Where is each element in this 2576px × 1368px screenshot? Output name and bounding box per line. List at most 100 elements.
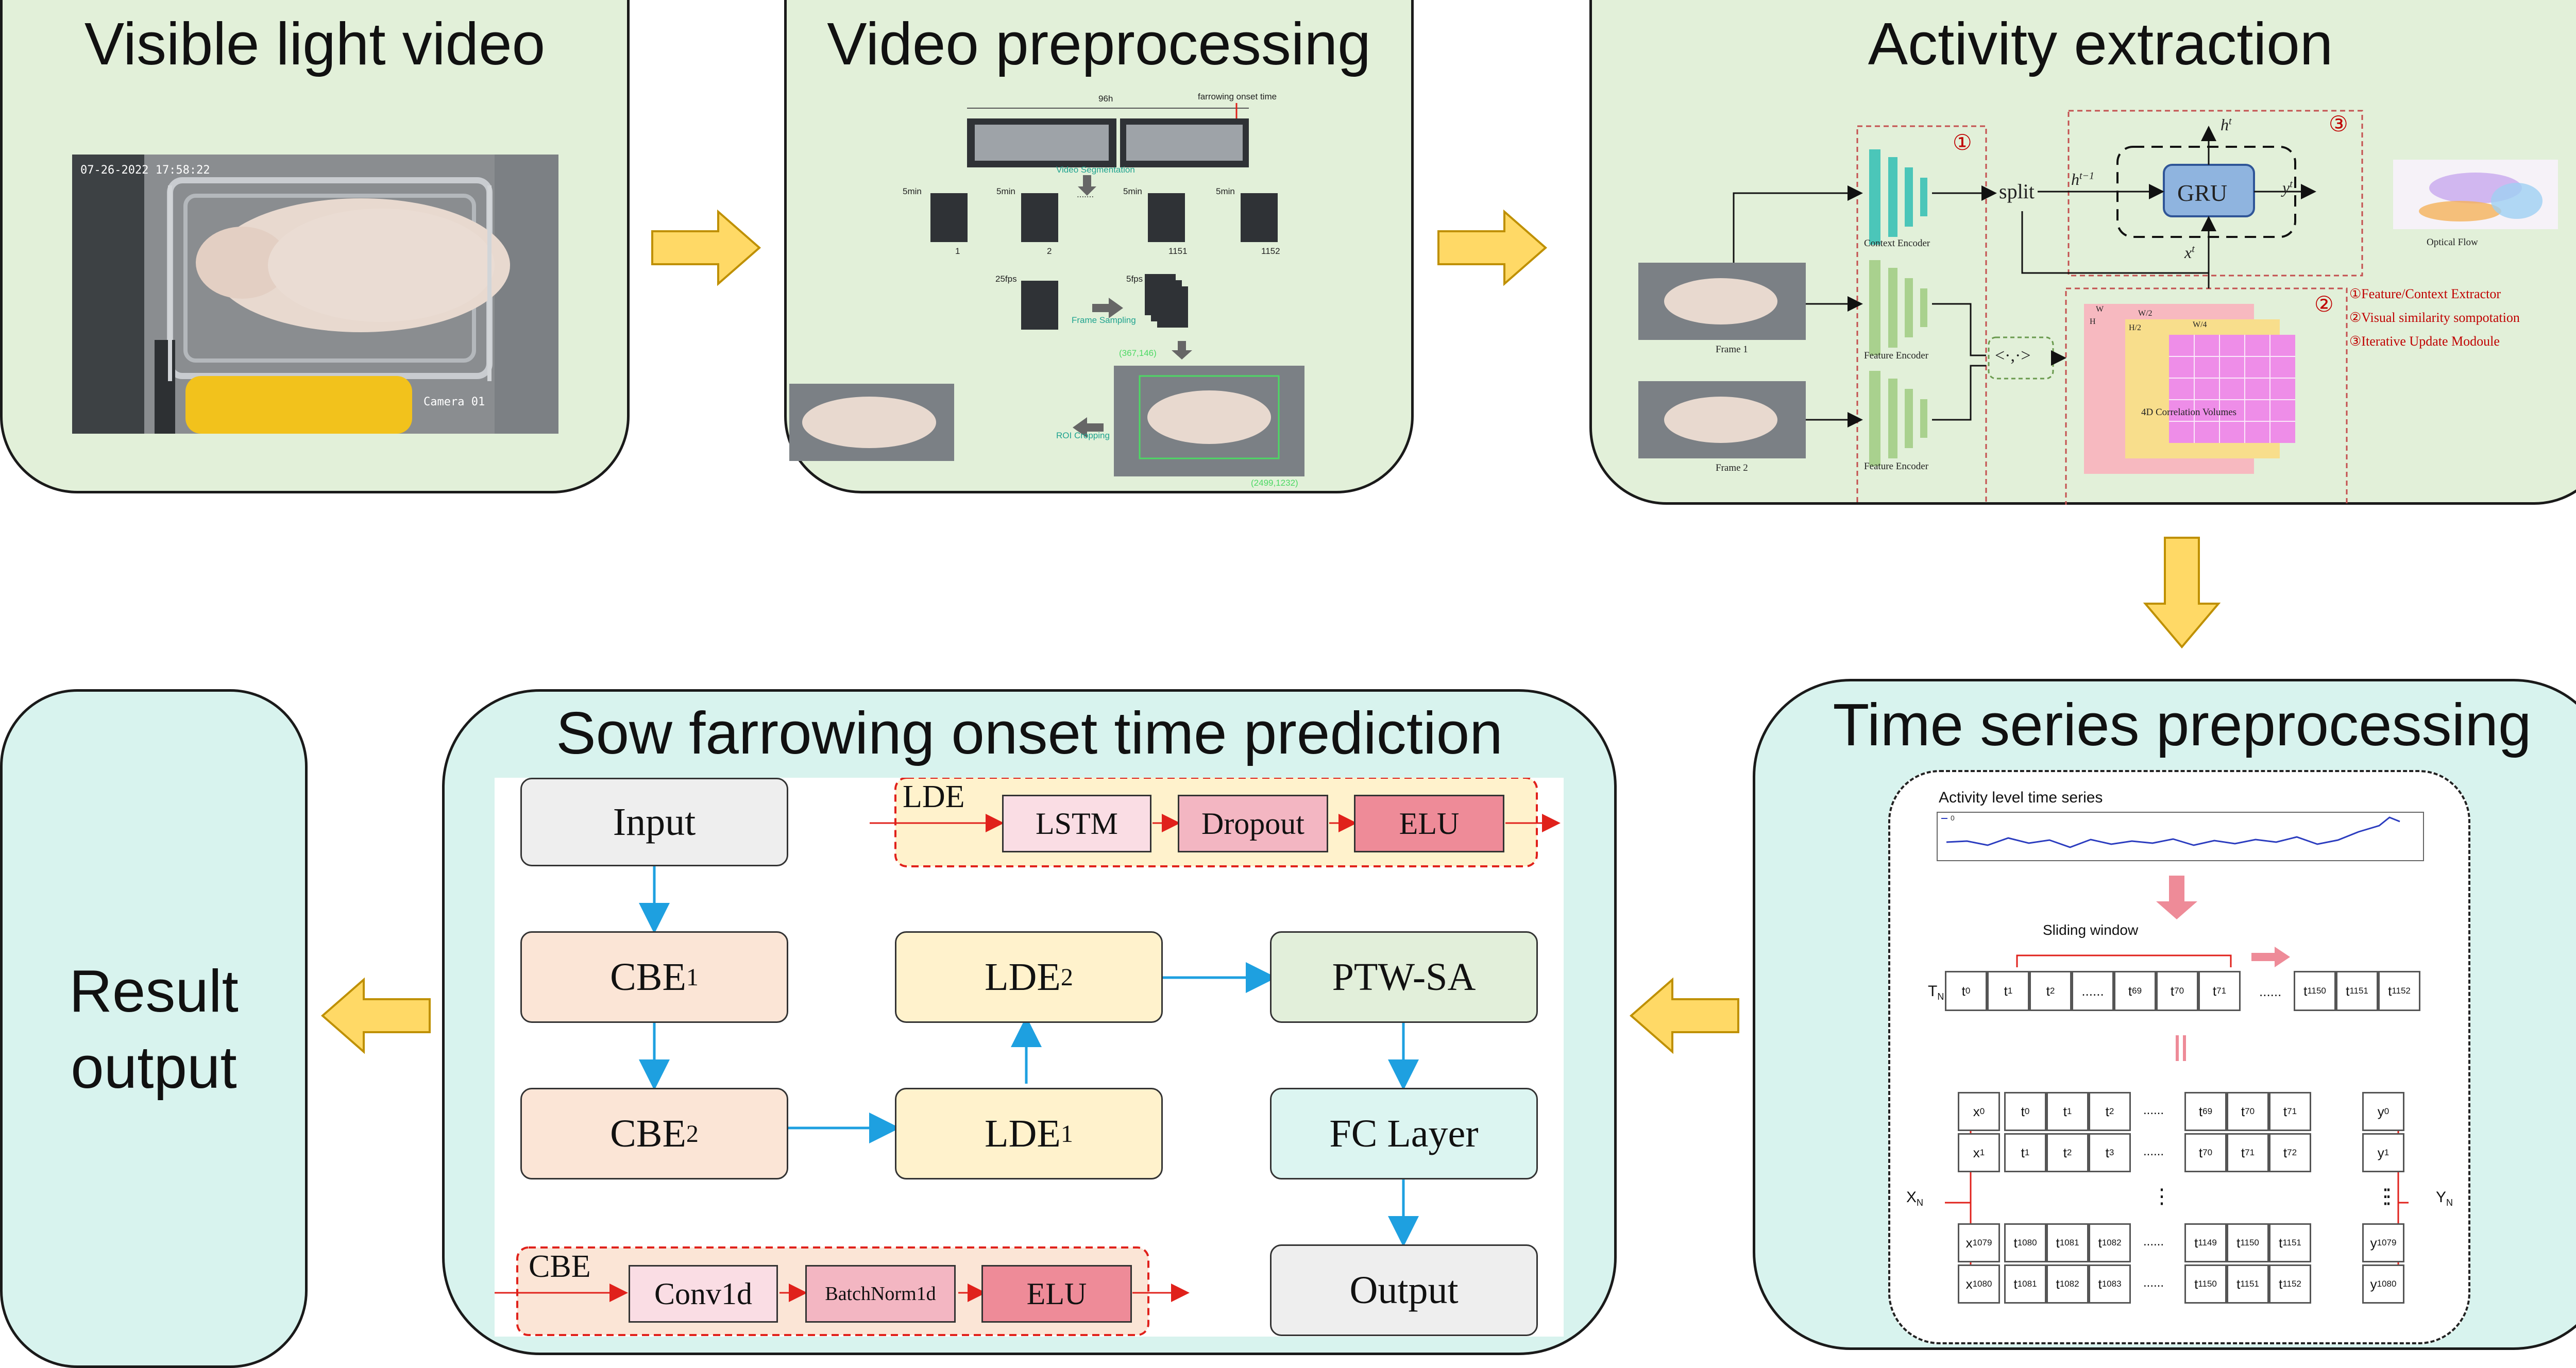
ts-tail-cell-2-sub: 1152: [2392, 986, 2411, 996]
pred-canvas: [495, 778, 1564, 1337]
ae-legend-2: ②Visual similarity sompotation: [2349, 310, 2520, 325]
ts-row-1-b1-sub: 71: [2245, 1148, 2255, 1157]
ts-row-1-b0-base: t: [2198, 1144, 2203, 1160]
ts-YN-base: Y: [2436, 1189, 2447, 1206]
ts-row-3-a0-sub: 1081: [2017, 1279, 2037, 1289]
arrow-down-icon: [2143, 537, 2221, 649]
ts-row-0-dots: ......: [2143, 1103, 2164, 1117]
ts-XN: XN: [1906, 1189, 1923, 1208]
ts-row-1-a0-sub: 1: [2024, 1148, 2030, 1157]
ts-YN: YN: [2436, 1189, 2453, 1208]
ts-row-x-0-base: x: [1973, 1103, 1980, 1119]
ts-seq-cell-2-base: t: [2046, 983, 2050, 999]
vp-5fps: 5fps: [1126, 274, 1143, 284]
pred-bn-block: BatchNorm1d: [805, 1265, 956, 1323]
ts-row-0-b1-base: t: [2241, 1103, 2245, 1119]
ae-corr-volumes: 4D Correlation Volumes: [2141, 407, 2237, 418]
camera-timestamp: 07-26-2022 17:58:22: [80, 164, 210, 177]
ts-tail-cell-0-sub: 1150: [2307, 986, 2326, 996]
ts-row-3-b1-sub: 1151: [2240, 1279, 2259, 1289]
ae-x-t: xt: [2184, 243, 2195, 262]
ae-h-prev: ht−1: [2071, 170, 2094, 189]
ae-optical-flow: Optical Flow: [2427, 237, 2478, 248]
vp-5min-4: 5min: [1216, 186, 1235, 196]
pred-cbe1-sub: 1: [686, 963, 699, 991]
ts-XN-sub: N: [1917, 1198, 1924, 1208]
ts-row-3-b2-base: t: [2279, 1276, 2283, 1292]
ts-vdots-right: ⋮: [2375, 1185, 2396, 1208]
arrow-right-1-icon: [651, 209, 761, 286]
ts-row-3-b0-sub: 1150: [2198, 1279, 2217, 1289]
ts-row-1-a0-base: t: [2021, 1144, 2025, 1160]
ts-tail-cell-1-sub: 1151: [2349, 986, 2368, 996]
ae-vol-h2: H/2: [2129, 323, 2141, 332]
ts-row-3-b1-base: t: [2236, 1276, 2241, 1292]
ts-row-1-a2-sub: 3: [2109, 1148, 2114, 1157]
panel-result-output: [0, 689, 308, 1368]
ts-row-2-a2-base: t: [2098, 1235, 2102, 1251]
pred-cbe1-text: CBE: [610, 955, 686, 999]
ts-row-y-2-base: y: [2370, 1235, 2377, 1251]
arrow-left-2-icon: [320, 977, 431, 1054]
ts-vdots-y: ⋮: [2378, 1185, 2399, 1208]
ts-row-1-b1-base: t: [2241, 1144, 2245, 1160]
vp-idx-2: 2: [1047, 246, 1052, 256]
ts-row-y-3-base: y: [2370, 1276, 2377, 1292]
ts-vdots-left: ⋮: [2151, 1185, 2172, 1208]
ts-row-1-b2-sub: 72: [2287, 1148, 2297, 1157]
ts-row-x-2-base: x: [1965, 1235, 1973, 1251]
ts-row-3-a0-base: t: [2013, 1276, 2018, 1292]
ae-legend-3: ③Iterative Update Modoule: [2349, 334, 2500, 349]
vp-96h: 96h: [1098, 94, 1113, 104]
ts-row-2-a0-sub: 1080: [2017, 1238, 2037, 1247]
title-video-preprocessing: Video preprocessing: [827, 10, 1371, 77]
ts-sliding-window: Sliding window: [2043, 922, 2139, 938]
ts-seq-cell-1-base: t: [2004, 983, 2008, 999]
ts-row-2-a1-base: t: [2056, 1235, 2060, 1251]
ts-tail-cell-2-base: t: [2388, 983, 2392, 999]
ae-x-t-base: x: [2184, 243, 2192, 262]
camera-frame-image: [72, 155, 558, 434]
ts-row-3-a1-base: t: [2056, 1276, 2060, 1292]
activity-diagram: [1638, 110, 2558, 505]
ts-row-0-a2-base: t: [2105, 1103, 2109, 1119]
ts-row-0-b2-base: t: [2283, 1103, 2287, 1119]
ts-activity-chart: [1937, 812, 2424, 861]
ts-row-0-a0-base: t: [2021, 1103, 2025, 1119]
vp-idx-1: 1: [955, 246, 960, 256]
ts-row-3-b2-sub: 1152: [2282, 1279, 2301, 1289]
ts-row-x-3-base: x: [1965, 1276, 1973, 1292]
ts-seq-cell-2-sub: 2: [2049, 986, 2055, 996]
title-activity-extraction: Activity extraction: [1868, 10, 2333, 77]
pred-lde2-sub: 2: [1060, 963, 1073, 991]
vp-5min-1: 5min: [903, 186, 922, 196]
ae-split: split: [1999, 180, 2035, 203]
ts-row-2-dots: ......: [2143, 1235, 2164, 1249]
arrow-right-2-icon: [1437, 209, 1548, 286]
vp-coord-top: (367,146): [1119, 348, 1157, 358]
